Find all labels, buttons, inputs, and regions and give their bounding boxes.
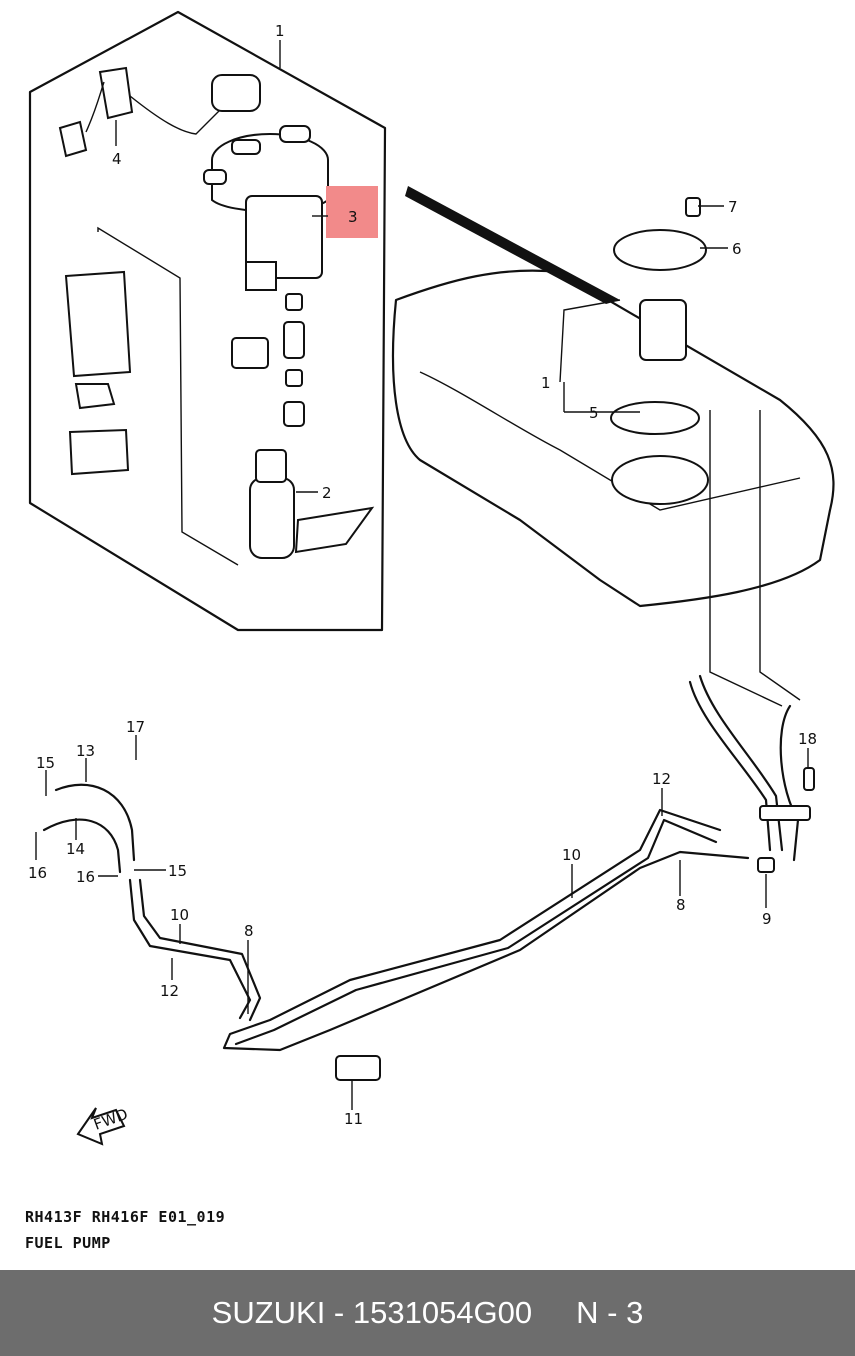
callout-8-right: 8 — [676, 896, 686, 914]
callout-6: 6 — [732, 240, 742, 258]
callout-14: 14 — [66, 840, 85, 858]
callout-11: 11 — [344, 1110, 363, 1128]
clip-part-11 — [335, 1055, 381, 1081]
callout-leaders — [35, 40, 809, 1110]
callout-12-left: 12 — [160, 982, 179, 1000]
section-title-caption: FUEL PUMP — [25, 1234, 111, 1252]
small-parts — [231, 293, 305, 427]
diagram-svg: FWD 1 2 3 4 1 5 6 7 8 8 9 10 10 — [28, 10, 835, 1146]
footer-bar: SUZUKI - 1531054G00 N - 3 — [0, 1270, 855, 1356]
footer-part-number: SUZUKI - 1531054G00 — [211, 1295, 533, 1330]
callout-13: 13 — [76, 742, 95, 760]
fuel-lines — [42, 674, 815, 1081]
pump-module-part — [203, 125, 329, 291]
callout-16-left: 16 — [28, 864, 47, 882]
assembly-frame — [28, 10, 387, 632]
callout-10-mid: 10 — [562, 846, 581, 864]
sender-gauge-part — [58, 66, 261, 158]
model-code-caption: RH413F RH416F E01_019 — [25, 1208, 226, 1226]
callout-7: 7 — [728, 198, 738, 216]
callout-9: 9 — [762, 910, 772, 928]
callout-2: 2 — [322, 484, 332, 502]
parts-diagram: FWD 1 2 3 4 1 5 6 7 8 8 9 10 10 — [28, 10, 835, 1146]
bracket-parts — [64, 270, 132, 476]
highlight-box-part-3 — [326, 186, 378, 238]
assembly-inner-frame — [97, 226, 239, 566]
callout-17: 17 — [126, 718, 145, 736]
callout-1-assembly: 1 — [275, 22, 285, 40]
callout-15-top: 15 — [36, 754, 55, 772]
callout-10-left: 10 — [170, 906, 189, 924]
callout-16-mid: 16 — [76, 868, 95, 886]
callout-4: 4 — [112, 150, 122, 168]
callout-8-left: 8 — [244, 922, 254, 940]
footer-page-ref: N - 3 — [576, 1295, 644, 1330]
fuel-pump-part — [249, 449, 375, 559]
callout-15-right: 15 — [168, 862, 187, 880]
callout-3: 3 — [348, 208, 358, 226]
callout-18: 18 — [798, 730, 817, 748]
callout-12-right: 12 — [652, 770, 671, 788]
fuel-tank — [391, 186, 835, 707]
callout-1-tank: 1 — [541, 374, 551, 392]
fwd-arrow-icon: FWD — [76, 1105, 130, 1146]
callout-5: 5 — [589, 404, 599, 422]
